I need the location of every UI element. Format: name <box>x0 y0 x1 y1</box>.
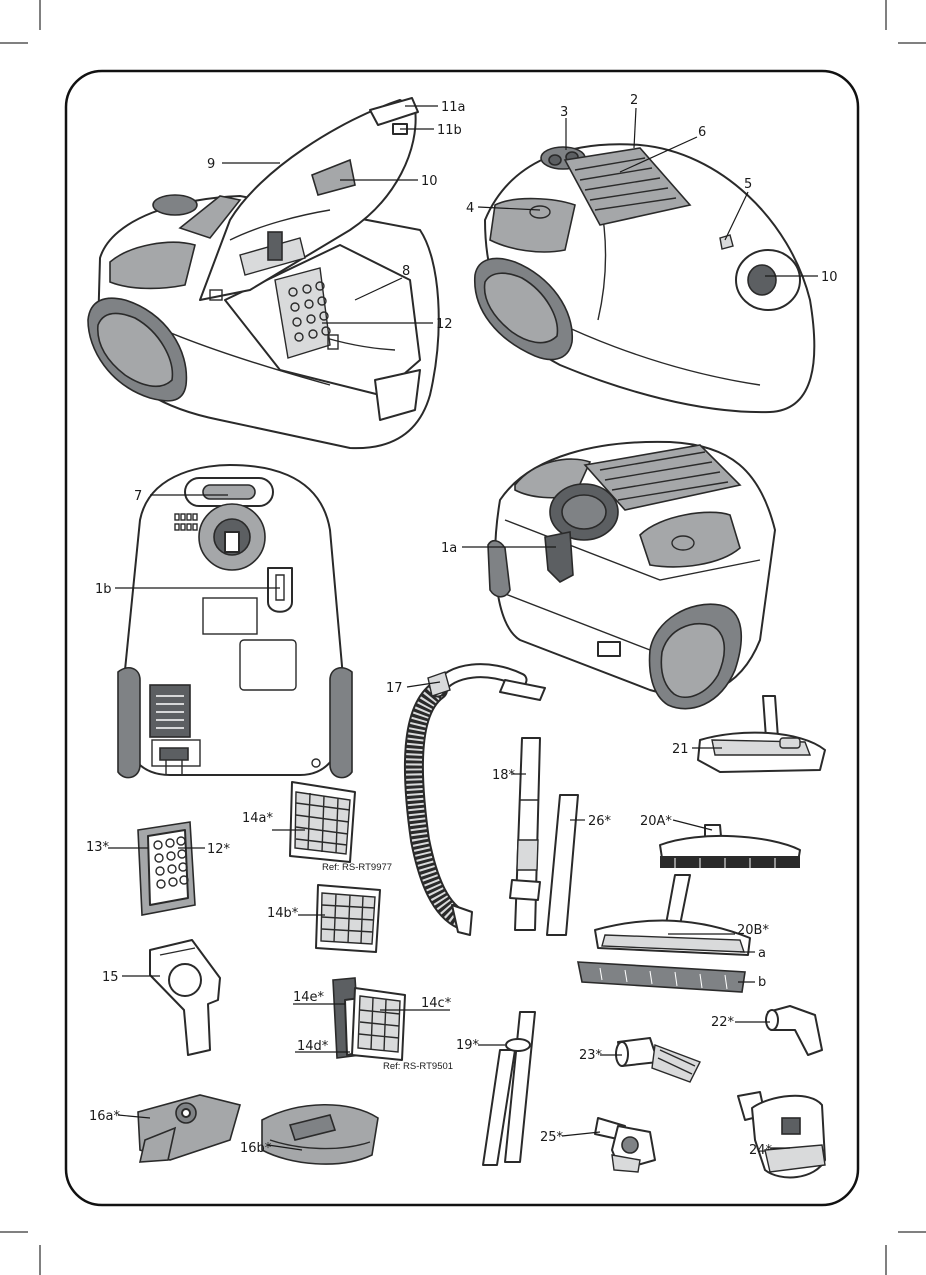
label-25: 25* <box>540 1130 564 1145</box>
hepa-filter-14b-illustration <box>316 885 380 952</box>
label-18: 18* <box>492 768 516 783</box>
label-20B: 20B* <box>737 923 769 938</box>
label-1a: 1a <box>441 541 457 556</box>
label-13: 13* <box>86 840 110 855</box>
label-10-open: 10 <box>421 174 438 189</box>
label-15: 15 <box>102 970 119 985</box>
label-17: 17 <box>386 681 403 696</box>
ref-rs-rt9977: Ref: RS-RT9977 <box>322 862 392 873</box>
bag-holder-15-illustration <box>150 940 220 1055</box>
vacuum-front-view-illustration <box>488 442 775 709</box>
ref-rs-rt9501: Ref: RS-RT9501 <box>383 1061 453 1072</box>
label-16b: 16b* <box>240 1141 272 1156</box>
label-3: 3 <box>560 105 568 120</box>
label-7: 7 <box>134 489 142 504</box>
vacuum-closed-illustration <box>475 144 815 412</box>
label-20B-b: b <box>758 975 766 990</box>
vacuum-open-lid-illustration <box>88 98 439 448</box>
label-22: 22* <box>711 1015 735 1030</box>
label-14a: 14a* <box>242 811 274 826</box>
label-11a: 11a <box>441 100 466 115</box>
label-21: 21 <box>672 742 689 757</box>
label-19: 19* <box>456 1038 480 1053</box>
label-10-closed: 10 <box>821 270 838 285</box>
label-8: 8 <box>402 264 410 279</box>
vacuum-rear-view-illustration <box>118 465 352 778</box>
label-12-filter: 12* <box>207 842 231 857</box>
dusting-brush-23-illustration <box>616 1038 700 1082</box>
hepa-filter-14a-illustration <box>290 782 355 862</box>
label-20B-a: a <box>758 946 766 961</box>
floor-nozzle-21-illustration <box>698 696 825 772</box>
motor-filter-13-illustration <box>138 822 195 915</box>
turbo-brush-24-illustration <box>738 1092 825 1177</box>
crevice-tool-22-illustration <box>766 1006 822 1055</box>
tubes-19-illustration <box>483 1012 535 1165</box>
label-14c: 14c* <box>421 996 452 1011</box>
label-14e: 14e* <box>293 990 325 1005</box>
filter-kit-14-illustration <box>333 978 405 1060</box>
label-14b: 14b* <box>267 906 299 921</box>
label-9: 9 <box>207 157 215 172</box>
label-23: 23* <box>579 1048 603 1063</box>
dust-bag-16b-illustration <box>262 1105 378 1164</box>
label-24: 24* <box>749 1143 773 1158</box>
label-16a: 16a* <box>89 1109 121 1124</box>
extension-tube-illustration <box>547 795 578 935</box>
label-1b: 1b <box>95 582 112 597</box>
parquet-brush-20A-illustration <box>660 825 800 868</box>
label-6: 6 <box>698 125 706 140</box>
label-11b: 11b <box>437 123 462 138</box>
label-4: 4 <box>466 201 474 216</box>
label-5: 5 <box>744 177 752 192</box>
mini-turbo-25-illustration <box>595 1118 655 1172</box>
label-12-open: 12 <box>436 317 453 332</box>
telescopic-tube-illustration <box>510 738 540 930</box>
label-26: 26* <box>588 814 612 829</box>
dust-bag-16a-illustration <box>138 1095 240 1162</box>
label-20A: 20A* <box>640 814 672 829</box>
label-2: 2 <box>630 93 638 108</box>
label-14d: 14d* <box>297 1039 329 1054</box>
